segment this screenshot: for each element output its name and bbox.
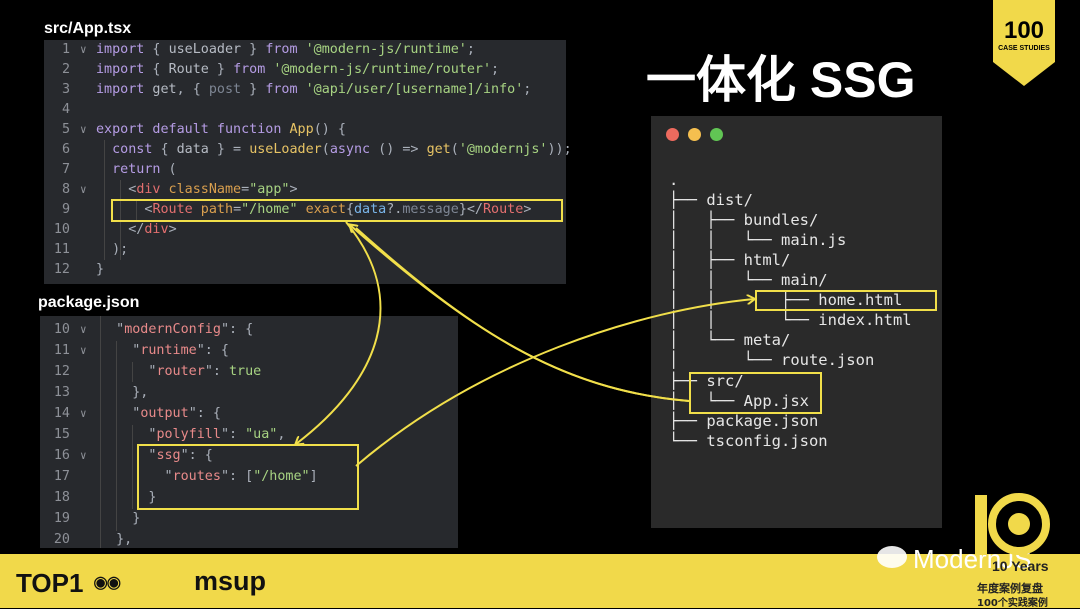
tree-line: │ ├── bundles/: [669, 211, 819, 229]
route-to-ssg-arrow: [296, 221, 382, 444]
app-panel-title: src/App.tsx: [44, 20, 132, 37]
case-studies-badge: 100 CASE STUDIES: [993, 0, 1055, 86]
tree-line: │ │ ├── home.html: [669, 291, 903, 309]
eyes-icon: ◉◉: [94, 570, 121, 595]
msup-logo: msup: [194, 566, 267, 596]
slide-title: 一体化 SSG: [646, 52, 916, 108]
src-highlight-box: [689, 372, 822, 414]
tree-line: │ │ └── main/: [669, 271, 828, 289]
wechat-icon: [877, 546, 907, 568]
cn-line2: 100个实践案例: [977, 598, 1048, 609]
tree-line: │ └── route.json: [669, 351, 875, 369]
app-jsx-to-route-arrow: [355, 227, 690, 402]
app-code-editor: 1 2 3 4 5 6 7 8 9 10 11 12 ∨ ∨ ∨ import …: [44, 40, 572, 284]
ten-years-logo: [975, 493, 1050, 555]
minimize-dot: [688, 128, 701, 141]
tree-line: │ │ └── main.js: [669, 231, 847, 249]
tree-line: │ └── App.jsx: [669, 392, 809, 410]
years-label: 10 Years: [992, 558, 1049, 574]
tree-line: ├── package.json: [669, 412, 819, 430]
tree-line: │ └── meta/: [669, 331, 791, 349]
tree-line: ├── dist/: [669, 191, 753, 209]
cn-line1: 年度案例复盘: [977, 582, 1043, 595]
top1-logo: TOP1: [16, 568, 84, 598]
route-highlight-box: [111, 199, 563, 222]
footer-bar: TOP1 ◉◉ msup ModernJS 10 Years 年度案例复盘 10…: [0, 544, 1080, 609]
ssg-to-home-arrow: [355, 299, 754, 467]
badge-caption: CASE STUDIES: [998, 45, 1050, 52]
tree-line: └── tsconfig.json: [669, 432, 828, 450]
tree-line: │ │ └── index.html: [669, 311, 912, 329]
tree-line: │ ├── html/: [669, 251, 791, 269]
ssg-highlight-box: [137, 444, 359, 510]
badge-number: 100: [1004, 17, 1044, 44]
file-tree-window: . ├── dist/ │ ├── bundles/ │ │ └── main.…: [651, 116, 942, 528]
close-dot: [666, 128, 679, 141]
pkg-code-editor: 10 11 12 13 14 15 16 17 18 19 20 ∨ ∨ ∨ ∨…: [40, 316, 458, 548]
tree-line: .: [669, 171, 679, 189]
zoom-dot: [710, 128, 723, 141]
pkg-panel-title: package.json: [38, 294, 140, 311]
